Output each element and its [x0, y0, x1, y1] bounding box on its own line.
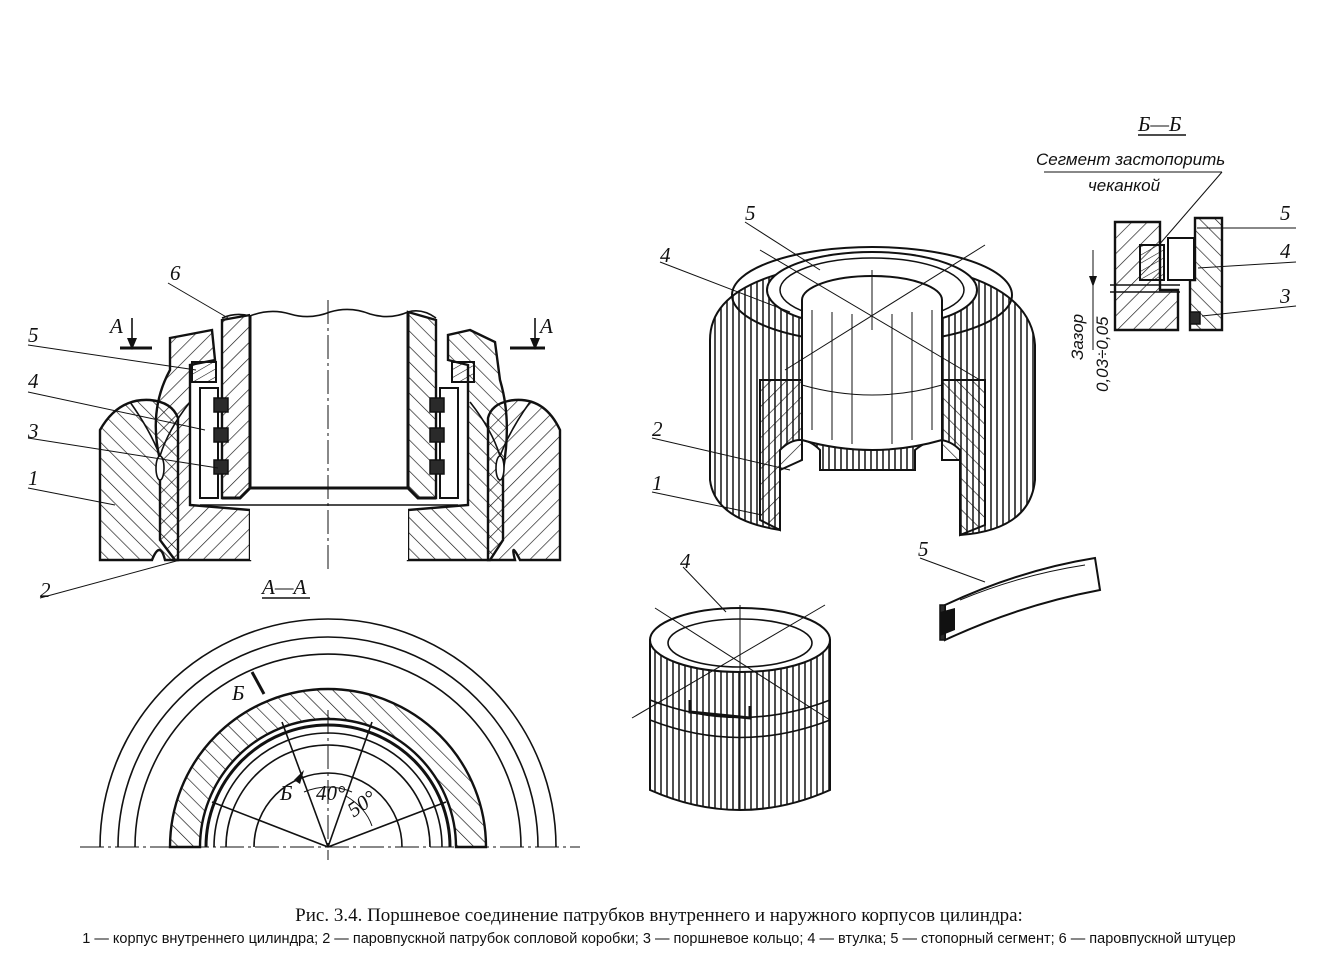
- label-5-main: 5: [28, 323, 39, 347]
- section-bb-title: Б—Б: [1137, 112, 1181, 136]
- label-4-iso: 4: [660, 243, 671, 267]
- label-4-main: 4: [28, 369, 39, 393]
- label-5-iso: 5: [745, 201, 756, 225]
- gap-label: Зазор: [1068, 314, 1087, 360]
- label-4-bb: 4: [1280, 239, 1291, 263]
- angle-40: 40°: [316, 781, 346, 805]
- label-3-main: 3: [27, 419, 39, 443]
- section-mark-a-left: А: [108, 314, 123, 338]
- figure-caption-title: Рис. 3.4. Поршневое соединение патрубков…: [295, 905, 1023, 926]
- iso-segment: 5: [918, 537, 1102, 642]
- inlet-pipe-right: [406, 328, 509, 562]
- figure-caption-legend: 1 — корпус внутреннего цилиндра; 2 — пар…: [82, 931, 1236, 947]
- iso-bush: 4: [631, 549, 831, 811]
- section-aa-title: А—А: [260, 575, 307, 599]
- label-5-bb: 5: [1280, 201, 1291, 225]
- section-mark-a-right: А: [538, 314, 553, 338]
- main-section-view: А А 6 5 4 3 1 2: [27, 261, 562, 602]
- piston-rings: [213, 397, 445, 475]
- section-aa-hatched-ring: [168, 687, 488, 849]
- stopper-segment-left: [191, 361, 217, 383]
- label-6: 6: [170, 261, 181, 285]
- isometric-assembly: 5 4 2 1: [651, 201, 1036, 537]
- label-1-main: 1: [28, 466, 39, 490]
- section-bb-view: Б—Б Сегмент застопорить чеканкой 5 4 3 З…: [1036, 112, 1297, 392]
- label-2-main: 2: [40, 578, 51, 602]
- label-3-bb: 3: [1279, 284, 1291, 308]
- section-aa-view: А—А 40° 50° Б Б: [80, 575, 580, 860]
- gap-value: 0,03÷0,05: [1093, 316, 1112, 392]
- b-mark-top: Б: [231, 681, 244, 705]
- label-4-bush: 4: [680, 549, 691, 573]
- note-line-2: чеканкой: [1088, 176, 1161, 195]
- bore: [250, 312, 408, 560]
- b-mark-center: Б: [279, 781, 292, 805]
- label-5-segment: 5: [918, 537, 929, 561]
- note-line-1: Сегмент застопорить: [1036, 150, 1225, 169]
- label-2-iso: 2: [652, 417, 663, 441]
- stopper-segment-right: [451, 361, 475, 383]
- label-1-iso: 1: [652, 471, 663, 495]
